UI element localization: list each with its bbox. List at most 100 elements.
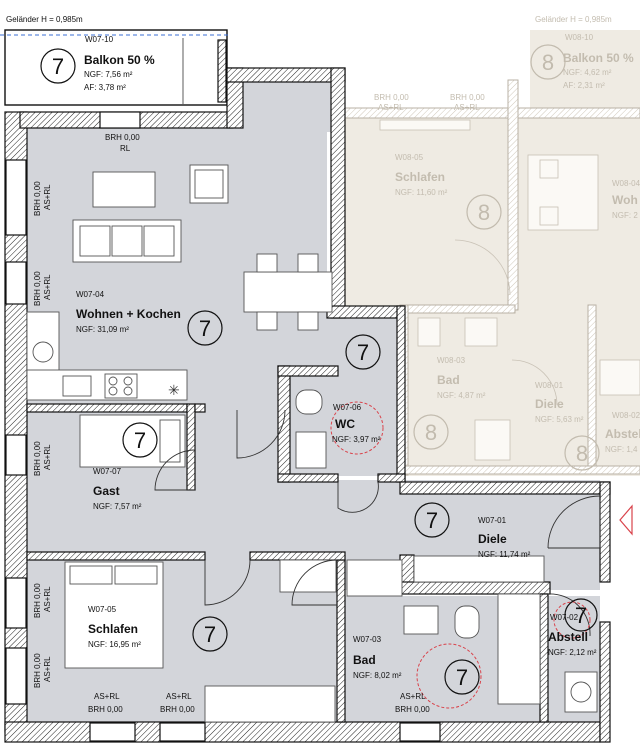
wall-bay-top: [226, 67, 346, 83]
walls: [4, 67, 611, 743]
wall-bad-top: [399, 581, 551, 595]
neighbor-room-af: AF: 2,31 m²: [563, 81, 605, 90]
neighbor-unit-number: 8: [576, 441, 588, 466]
window-label-west-5-as: AS+RL: [43, 656, 52, 682]
neighbor-room-name: Bad: [437, 373, 460, 387]
window-west-4: [5, 577, 27, 629]
unit-marker-wc: [345, 334, 381, 370]
room-ngf-abstell: NGF: 2,12 m²: [548, 648, 597, 657]
neighbor-chair: [539, 206, 559, 226]
neighbor-room-area: NGF: 4,62 m²: [563, 68, 612, 77]
wall-abstell-west: [539, 593, 549, 723]
room-name-gast: Gast: [93, 484, 120, 498]
window-labels: BRH 0,00 RL BRH 0,00 AS+RL BRH 0,00 AS+R…: [33, 133, 430, 714]
room-id-wc: W07-06: [333, 403, 362, 412]
wall-diele-east: [599, 481, 611, 583]
room-id-diele: W07-01: [478, 516, 507, 525]
wall-wc-niche: [277, 365, 339, 377]
room-id-gast: W07-07: [93, 467, 122, 476]
window-label-west-4-as: AS+RL: [43, 586, 52, 612]
wall-east-living: [330, 67, 346, 319]
neighbor-wall-mid: [507, 79, 519, 311]
unit-number: 7: [357, 340, 369, 365]
wall-wc-bottom: [277, 473, 339, 483]
hall-wardrobe: [413, 555, 545, 583]
guest-bed-pillow: [159, 419, 181, 463]
neighbor-room-area: NGF: 1,4: [605, 445, 638, 454]
unit-marker-abstell: [564, 598, 598, 632]
wall-abstell-east: [599, 621, 611, 743]
wall-wc-top: [326, 305, 404, 319]
neighbor-room-id: W08-01: [535, 381, 564, 390]
neighbor-room-area: NGF: 4,87 m²: [437, 391, 486, 400]
unit-marker-gast: [122, 422, 158, 458]
neighbor-wall-bath: [404, 304, 516, 314]
window-label-south-1-as: AS+RL: [94, 692, 120, 701]
fridge-star-icon: ✳: [168, 382, 180, 398]
neighbor-unit-marker: [530, 44, 566, 80]
floor-diele-left: [195, 410, 290, 560]
bath-washbasin: [403, 605, 439, 635]
neighbor-window-label: AS+RL: [378, 103, 404, 112]
armchair-seat: [194, 169, 224, 199]
neighbor-balcony-floor: [530, 30, 640, 110]
unit-number: 7: [456, 665, 468, 690]
door-entrance-swing: [547, 495, 601, 549]
kitchen-sink: [32, 341, 54, 363]
neighbor-sink: [464, 317, 498, 347]
neighbor-room-area: NGF: 2: [612, 211, 638, 220]
neighbor-window-label: BRH 0,00: [374, 93, 409, 102]
wall-stub: [194, 403, 206, 413]
washbasin: [295, 431, 327, 469]
unit-number: 7: [134, 428, 146, 453]
hob-burner: [108, 376, 118, 386]
window-label-north-rl: RL: [120, 144, 131, 153]
wardrobe: [279, 559, 337, 593]
sofa-cushion: [143, 225, 175, 257]
window-label-west-1-as: AS+RL: [43, 184, 52, 210]
room-ngf-wc: NGF: 3,97 m²: [332, 435, 381, 444]
window-label-south-1: BRH 0,00: [88, 705, 123, 714]
sofa-cushion: [79, 225, 111, 257]
door-wc: [337, 481, 379, 513]
neighbor-railing-label: Geländer H = 0,985m: [535, 15, 612, 24]
window-label-west-4: BRH 0,00: [33, 583, 42, 618]
neighbor-door-swing: [454, 239, 511, 296]
door-gast: [154, 449, 196, 491]
room-ngf-bad: NGF: 8,02 m²: [353, 671, 402, 680]
neighbor-room-id: W08-02: [612, 411, 640, 420]
window-label-south-3-as: AS+RL: [400, 692, 426, 701]
dining-chair: [256, 311, 278, 331]
wall-wc-bottom-right: [377, 473, 406, 483]
wall-wc-west: [277, 365, 291, 483]
bad-accessibility-circle: [416, 643, 482, 709]
window-north: [99, 111, 141, 129]
room-name-wohnen: Wohnen + Kochen: [76, 307, 181, 321]
room-name-abstell: Abstell: [548, 630, 588, 644]
floor-wohnen-bay: [233, 82, 331, 132]
neighbor-room-name: Woh: [612, 193, 638, 207]
neighbor-room-area: NGF: 11,60 m²: [395, 188, 448, 197]
window-west-3: [5, 434, 27, 476]
bath-cabinet: [346, 559, 403, 597]
wall-schlafen-top: [249, 551, 346, 561]
neighbor-washbasin: [417, 317, 441, 347]
window-label-south-3: BRH 0,00: [395, 705, 430, 714]
neighbor-window-sill: [379, 119, 471, 131]
neighbor-unit-number: 8: [542, 50, 554, 75]
neighbor-unit-marker: [466, 194, 502, 230]
balcony-outline: [4, 29, 228, 106]
neighbor-door-swing: [511, 359, 558, 406]
window-south-1: [89, 722, 136, 742]
dining-table: [243, 271, 333, 313]
unit-marker-diele: [414, 502, 450, 538]
floor-wc-niche: [327, 318, 397, 376]
railing-label: Geländer H = 0,985m: [6, 15, 83, 24]
unit-marker-schlafen: [192, 616, 228, 652]
coffee-table: [92, 171, 156, 208]
window-label-west-2: BRH 0,00: [33, 271, 42, 306]
window-west-5: [5, 647, 27, 705]
wall-diele-top: [399, 481, 611, 495]
wc-accessibility-circle: [330, 401, 384, 455]
